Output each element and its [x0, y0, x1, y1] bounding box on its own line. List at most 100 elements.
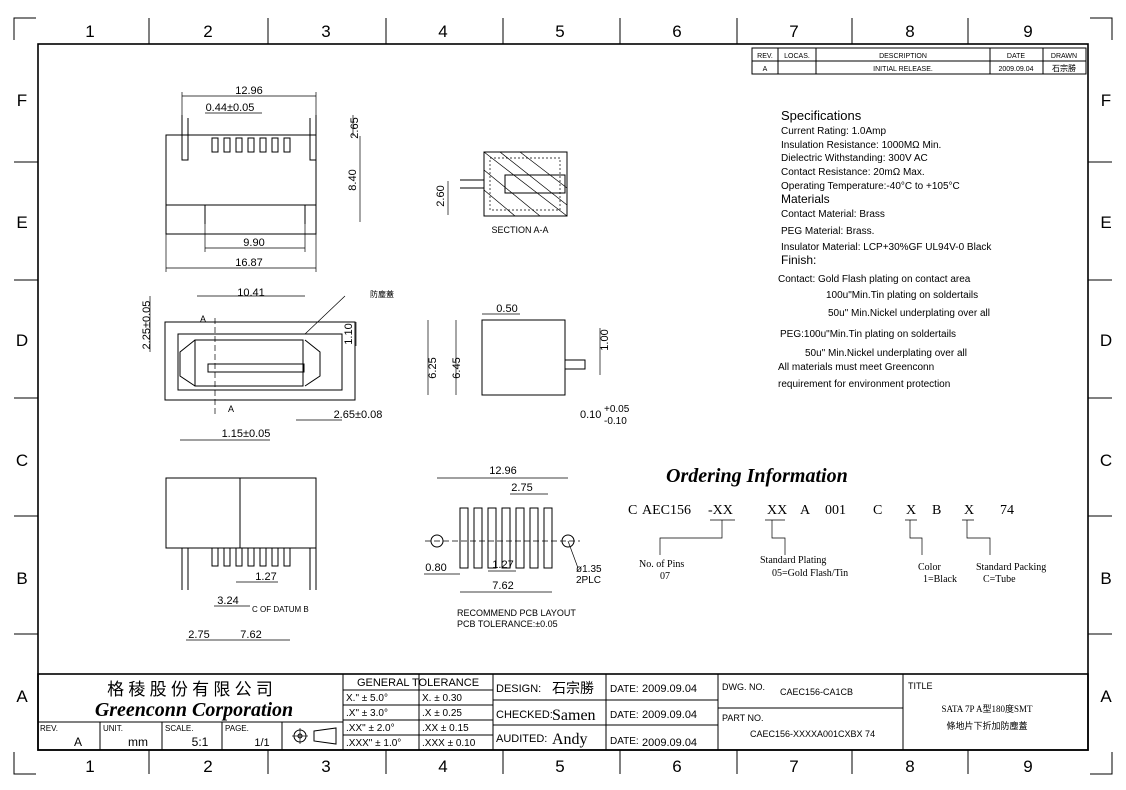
row-label: B: [1100, 569, 1111, 588]
dim-text: 6.25: [427, 357, 439, 378]
column-labels-bottom: 1 2 3 4 5 6 7 8 9: [85, 757, 1032, 776]
row-label: C: [1100, 451, 1112, 470]
pcb-layout: 12.96 2.75 0.80 1.27 7.62 ø1.35 2PLC REC…: [424, 465, 602, 629]
date-value: 2009.09.04: [642, 737, 697, 749]
row-label: E: [1100, 213, 1111, 232]
scale-label: SCALE.: [165, 724, 193, 733]
dim-text: 3.24: [217, 595, 238, 607]
col-label: 7: [789, 757, 798, 776]
rev-value: A: [74, 735, 82, 749]
hole-dim: ø1.35: [576, 564, 602, 575]
hole-qty: 2PLC: [576, 575, 601, 586]
date-header: DATE: [1007, 53, 1025, 60]
tolerance-linear: .XXX ± 0.10: [422, 738, 476, 749]
code-part: B: [932, 503, 941, 518]
description-header: DESCRIPTION: [879, 53, 927, 60]
dim-text: 1.27: [492, 559, 513, 571]
locas-header: LOCAS.: [784, 53, 810, 60]
dim-text: 7.62: [240, 629, 261, 641]
pins-value: 07: [660, 571, 670, 582]
row-label: E: [16, 213, 27, 232]
dwg-value: CAEC156-CA1CB: [780, 687, 853, 697]
pcb-pads: [459, 507, 553, 569]
row-label: A: [16, 687, 28, 706]
material-line: Contact Material: Brass: [781, 209, 885, 220]
materials-title: Materials: [781, 192, 830, 206]
code-part: 001: [825, 503, 846, 518]
drawn-value: 石宗勝: [1052, 63, 1076, 73]
date-label: DATE:: [610, 710, 639, 721]
packing-value: C=Tube: [983, 574, 1016, 585]
dim-text: 16.87: [235, 257, 263, 269]
dim-text: 12.96: [489, 465, 517, 477]
dim-text: 1.15±0.05: [222, 428, 271, 440]
projection-icon: [292, 727, 337, 745]
col-label: 3: [321, 757, 330, 776]
col-label: 5: [555, 757, 564, 776]
part-value: CAEC156-XXXXA001CXBX 74: [750, 729, 875, 739]
company-name-en: Greenconn Corporation: [95, 699, 293, 721]
dim-text: 1.27: [255, 571, 276, 583]
rev-header: REV.: [757, 53, 773, 60]
description-value: INITIAL RELEASE.: [873, 66, 933, 73]
dim-text: 10.41: [237, 287, 265, 299]
section-marker: A: [200, 314, 206, 324]
ordering-title: Ordering Information: [666, 465, 848, 487]
finish-line: requirement for environment protection: [778, 379, 950, 390]
material-line: PEG Material: Brass.: [781, 226, 874, 237]
row-label: B: [16, 569, 27, 588]
color-value: 1=Black: [923, 574, 957, 585]
col-label: 1: [85, 757, 94, 776]
finish-line: Contact: Gold Flash plating on contact a…: [778, 274, 971, 285]
dim-text: -0.10: [604, 416, 627, 427]
page-value: 1/1: [254, 737, 269, 749]
code-part: 74: [1000, 503, 1014, 518]
pins-label: No. of Pins: [639, 559, 684, 570]
specifications: Specifications Current Rating: 1.0Amp In…: [778, 108, 992, 390]
col-label: 4: [438, 22, 447, 41]
drawn-header: DRAWN: [1051, 53, 1077, 60]
dim-text: 2.65±0.08: [334, 409, 383, 421]
spec-line: Contact Resistance: 20mΩ Max.: [781, 167, 925, 178]
col-label: 9: [1023, 757, 1032, 776]
scale-value: 5:1: [192, 735, 209, 749]
revision-table: REV. LOCAS. DESCRIPTION DATE DRAWN A INI…: [751, 47, 1087, 75]
finish-line: All materials must meet Greenconn: [778, 362, 934, 373]
code-part: X: [964, 503, 974, 518]
spec-line: Current Rating: 1.0Amp: [781, 126, 886, 137]
sheet-frame: [13, 17, 1113, 775]
plating-label: Standard Plating: [760, 555, 826, 566]
dim-text: 2.65: [349, 117, 361, 138]
unit-value: mm: [128, 735, 148, 749]
title-line: 條地片下折加防塵蓋: [946, 720, 1027, 731]
section-label: SECTION A-A: [491, 225, 548, 235]
col-label: 7: [789, 22, 798, 41]
row-label: C: [16, 451, 28, 470]
dim-text: 2.60: [435, 185, 447, 206]
company-name-cn: 格 稜 股 份 有 限 公 司: [107, 680, 273, 699]
dim-text: 0.10: [580, 409, 601, 421]
dim-text: 2.25±0.05: [141, 301, 153, 350]
row-label: F: [17, 91, 27, 110]
spec-line: Dielectric Withstanding: 300V AC: [781, 153, 928, 164]
front-view: 1.27 3.24 C OF DATUM B 2.75 7.62: [165, 477, 317, 641]
checked-label: CHECKED:: [496, 709, 553, 721]
finish-line: 50u" Min.Nickel underplating over all: [805, 348, 967, 359]
tolerance-angle: X." ± 5.0°: [346, 693, 388, 704]
dim-text: 2.75: [188, 629, 209, 641]
material-line: Insulator Material: LCP+30%GF UL94V-0 Bl…: [781, 242, 992, 253]
side-view: 0.50 6.25 6.45 1.00 0.10 +0.05 -0.10: [427, 303, 630, 427]
row-label: F: [1101, 91, 1111, 110]
title-block: 格 稜 股 份 有 限 公 司 Greenconn Corporation RE…: [37, 673, 1089, 751]
rev-label: REV.: [40, 724, 58, 733]
dim-text: 1.00: [599, 329, 611, 350]
pcb-title: RECOMMEND PCB LAYOUT: [457, 608, 576, 618]
design-label: DESIGN:: [496, 683, 541, 695]
col-label: 6: [672, 22, 681, 41]
audited-value: Andy: [552, 731, 588, 748]
plan-view: A A 10.41 防塵蓋 2.25±0.05 1.10 2.65±0.08 1…: [141, 287, 394, 441]
section-marker: A: [228, 404, 234, 414]
title-line: SATA 7P A型180度SMT: [942, 703, 1033, 714]
row-label: D: [1100, 331, 1112, 350]
dim-text: 7.62: [492, 580, 513, 592]
